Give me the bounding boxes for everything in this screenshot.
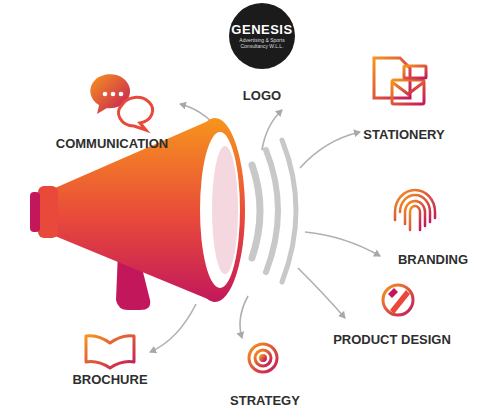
logo-badge: GENESIS Advertising & Sports Consultancy … [229, 3, 295, 69]
item-label: COMMUNICATION [56, 136, 168, 151]
megaphone [30, 118, 245, 310]
speech-bubbles-icon [90, 74, 152, 130]
fingerprint-icon [395, 190, 435, 236]
stationery-icon [374, 58, 426, 104]
item-label: STATIONERY [363, 127, 444, 142]
item-label: STRATEGY [230, 393, 300, 408]
logo-wordmark: GENESIS [231, 23, 292, 36]
item-label: PRODUCT DESIGN [333, 332, 451, 347]
item-label: BRANDING [398, 252, 468, 267]
sound-waves [252, 140, 296, 282]
target-icon [249, 344, 277, 384]
item-label: BROCHURE [72, 372, 147, 387]
product-design-icon [383, 285, 413, 315]
logo-tagline: Advertising & Sports Consultancy W.L.L. [234, 38, 290, 49]
book-icon [86, 336, 134, 368]
item-label: LOGO [243, 88, 281, 103]
